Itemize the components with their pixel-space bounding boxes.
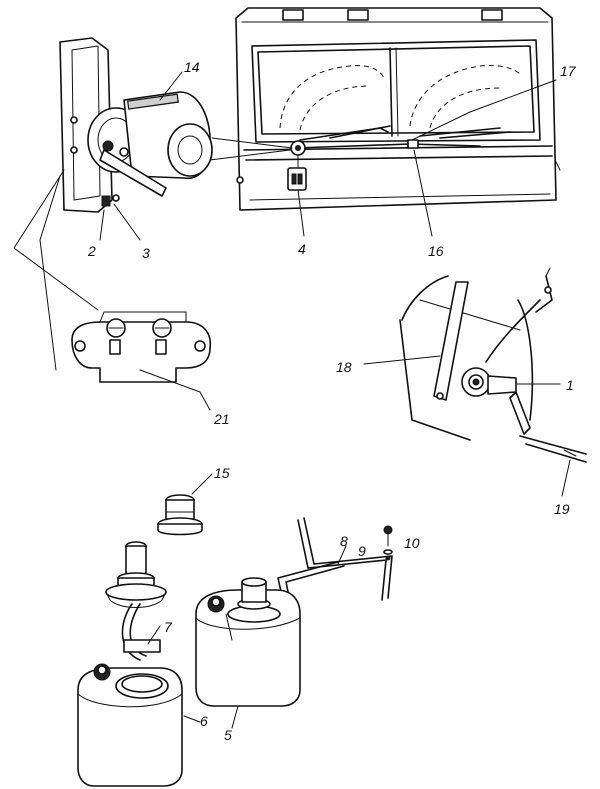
leader-lines [147, 71, 571, 729]
callout-19: 19 [554, 501, 570, 517]
wiper-motor-assembly [59, 37, 213, 241]
washer-pump-15 [157, 494, 203, 536]
callout-2: 2 [87, 243, 96, 259]
bracket-21 [13, 169, 212, 411]
cab-front-view [235, 7, 561, 211]
washer-tank-5 [195, 577, 301, 707]
callout-9: 9 [358, 543, 366, 559]
callout-14: 14 [184, 59, 200, 75]
callout-5: 5 [224, 727, 232, 743]
callout-7: 7 [164, 619, 173, 635]
callout-16: 16 [428, 243, 444, 259]
callout-1: 1 [566, 377, 574, 393]
wiper-pivot-detail [399, 267, 587, 463]
callout-10: 10 [404, 535, 420, 551]
callout-15: 15 [214, 465, 230, 481]
washer-tank-6 [77, 663, 183, 787]
callout-8: 8 [340, 533, 348, 549]
callout-6: 6 [200, 713, 208, 729]
callout-21: 21 [213, 411, 230, 427]
callout-3: 3 [142, 245, 150, 261]
washer-pump-with-tube-7 [105, 541, 167, 661]
callout-4: 4 [298, 241, 306, 257]
callout-18: 18 [336, 359, 352, 375]
motor-to-cab-leader-lines [209, 137, 293, 161]
callout-labels: 14 17 2 3 4 16 18 1 21 19 15 8 9 10 7 6 … [87, 59, 577, 743]
callout-17: 17 [560, 63, 577, 79]
